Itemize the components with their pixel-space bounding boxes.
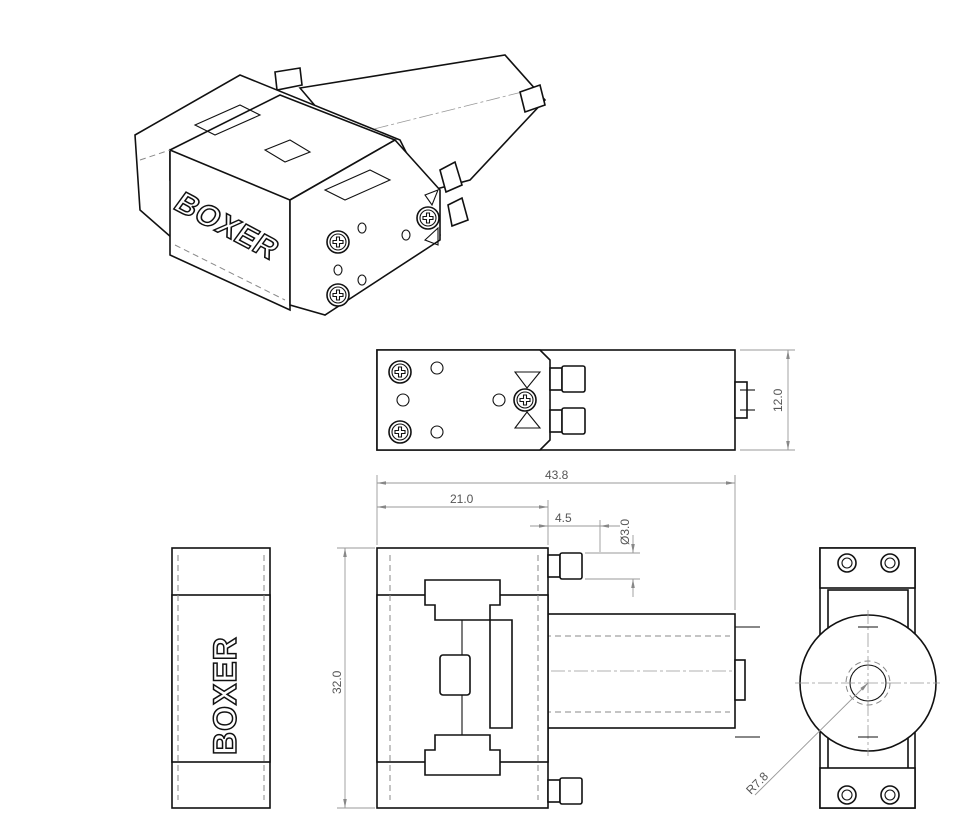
isometric-view: BOXER (134, 54, 547, 316)
screw-icon (326, 283, 350, 307)
screw-icon (513, 388, 537, 412)
logo-text: BOXER (207, 636, 243, 755)
screw-icon (388, 360, 412, 384)
dim-motor-radius: R7.8 (743, 769, 771, 797)
dim-width: 32.0 (330, 670, 344, 694)
screw-icon (326, 230, 350, 254)
top-view: 12.0 (376, 349, 795, 451)
left-view: BOXER (171, 547, 271, 809)
screw-icon (416, 206, 440, 230)
screw-icon (388, 420, 412, 444)
nozzle (439, 160, 463, 194)
dim-overall-length: 43.8 (545, 468, 569, 482)
dim-head-length: 21.0 (450, 492, 474, 506)
mounting-hole-icon (837, 553, 900, 805)
dim-height: 12.0 (771, 388, 785, 412)
dim-nozzle-length: 4.5 (555, 511, 572, 525)
front-view: 43.8 21.0 4.5 Ø3.0 32.0 (330, 468, 760, 809)
side-face (169, 148, 291, 312)
dim-nozzle-diameter: Ø3.0 (618, 519, 632, 545)
right-view: R7.8 (743, 547, 940, 809)
nozzle (447, 196, 469, 228)
